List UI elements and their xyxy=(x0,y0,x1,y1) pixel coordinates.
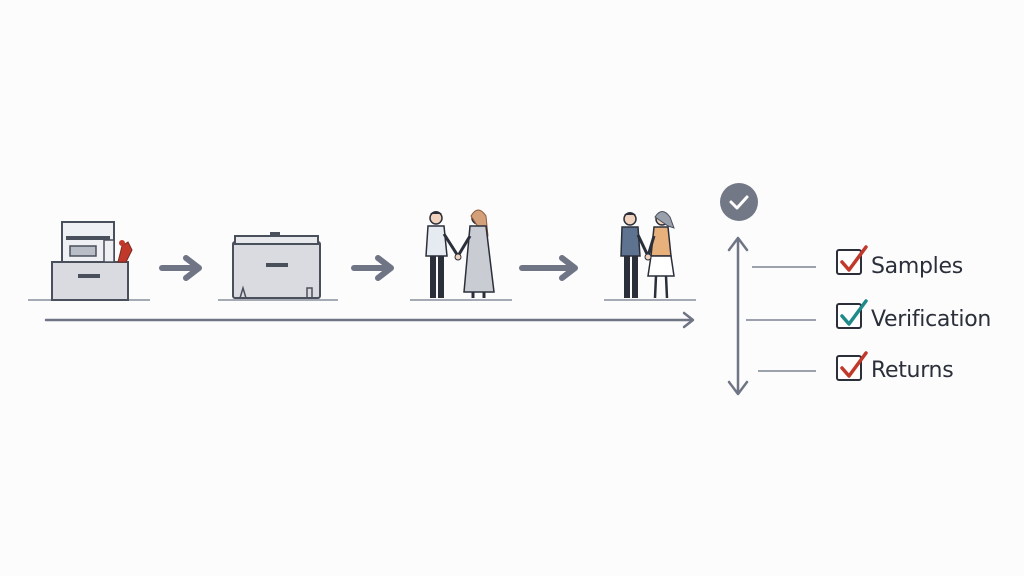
checklist-label-verification: Verification xyxy=(871,307,992,332)
check-circle-icon xyxy=(720,183,758,221)
timeline-arrow xyxy=(44,311,695,329)
checkbox-icon xyxy=(836,351,868,381)
checklist-label-returns: Returns xyxy=(871,358,954,383)
flow-arrow-1 xyxy=(159,255,202,281)
checkbox-icon xyxy=(836,299,868,329)
flow-arrow-3 xyxy=(519,255,578,281)
vertical-double-arrow xyxy=(727,236,749,396)
office-desk-icon xyxy=(28,221,150,301)
flow-arrow-2 xyxy=(351,255,394,281)
storage-box-icon xyxy=(218,232,338,301)
checklist-label-samples: Samples xyxy=(871,254,963,279)
handshake-icon xyxy=(410,209,512,301)
handshake-icon xyxy=(604,211,696,301)
checkbox-icon xyxy=(836,245,868,275)
